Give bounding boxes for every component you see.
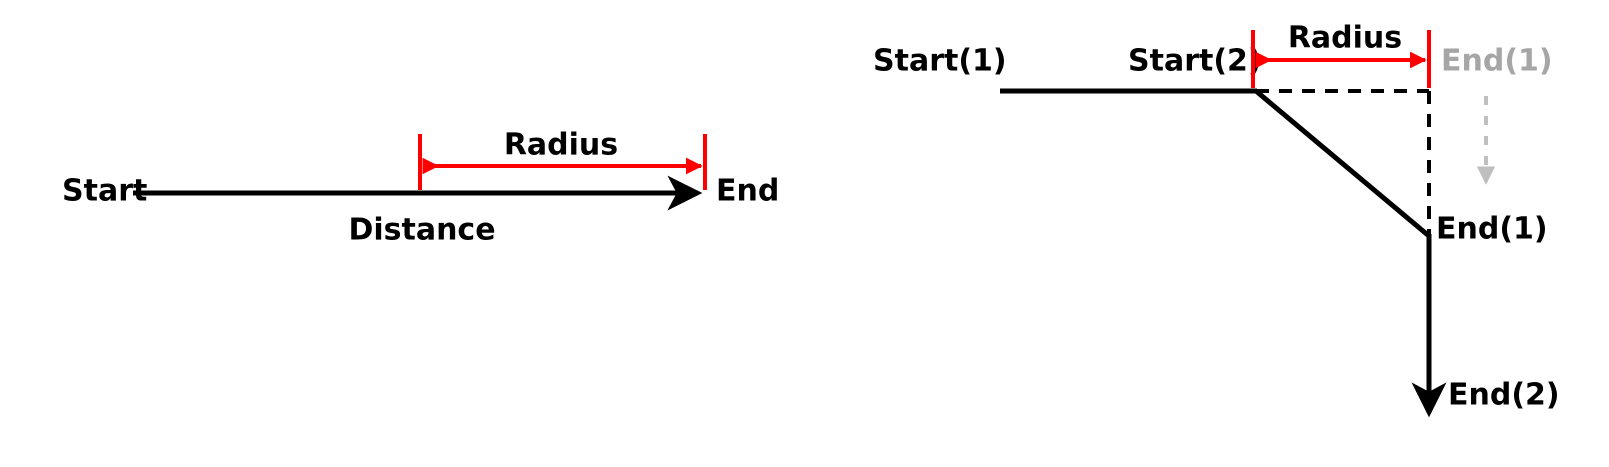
label-radius: Radius	[504, 128, 618, 163]
label-end-1-ghost: End(1)	[1441, 44, 1553, 79]
panel-single-segment: Start End Distance Radius	[62, 128, 779, 248]
panel-two-segment-fillet: Start(1) Start(2) Radius End(1)	[873, 21, 1560, 418]
label-start-2: Start(2)	[1128, 44, 1262, 79]
label-start-1: Start(1)	[873, 44, 1007, 79]
label-distance: Distance	[348, 213, 495, 248]
label-end-1: End(1)	[1436, 212, 1548, 247]
segment-bevel-diagonal	[1254, 89, 1431, 238]
label-end-2: End(2)	[1448, 378, 1560, 413]
label-radius-2: Radius	[1288, 21, 1402, 56]
label-end: End	[716, 174, 779, 209]
